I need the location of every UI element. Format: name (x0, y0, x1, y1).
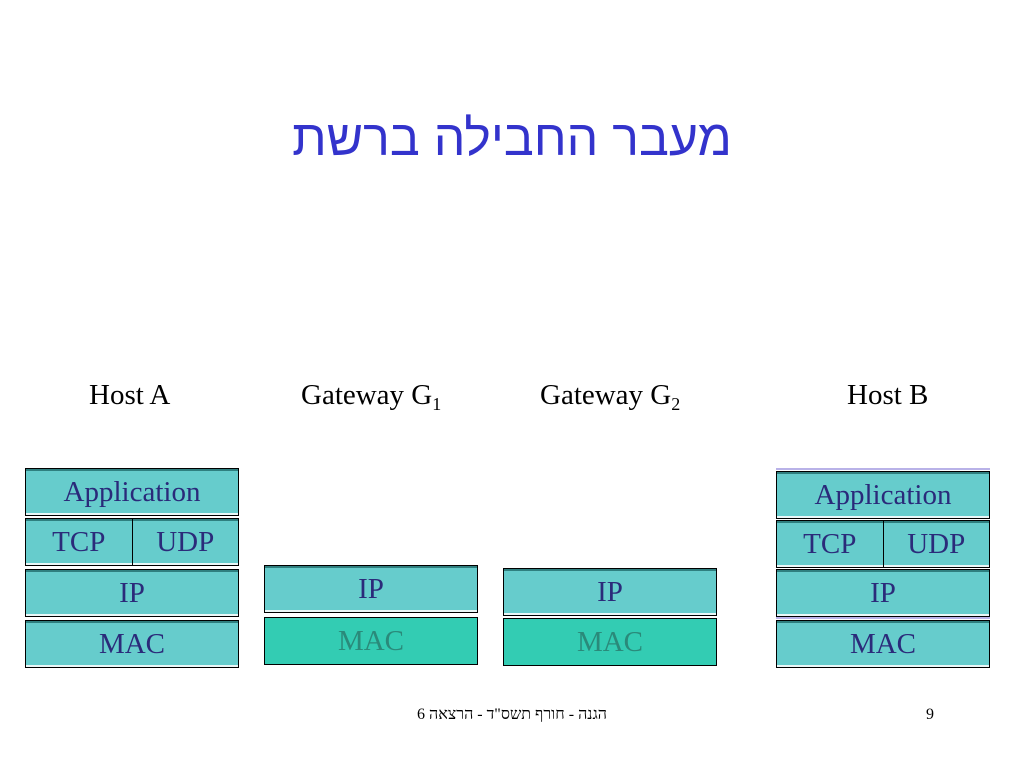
host-b-udp: UDP (882, 521, 990, 567)
gateway-g2-label: Gateway G2 (540, 377, 680, 413)
host-a-mac-layer: MAC (25, 620, 239, 668)
host-b-mac-layer: MAC (776, 620, 990, 668)
gateway-g2-stack: IP MAC (503, 568, 717, 670)
host-a-udp: UDP (131, 519, 239, 565)
host-a-application-layer: Application (25, 468, 239, 516)
host-b-name: Host B (847, 379, 929, 411)
host-b-ip-layer: IP (776, 569, 990, 617)
gateway-g1-ip-layer: IP (264, 565, 478, 613)
host-b-top-separator (776, 468, 990, 470)
host-a-ip-layer: IP (25, 569, 239, 617)
layer-label: MAC (98, 627, 166, 660)
gateway-g2-mac-layer: MAC (503, 618, 717, 666)
slide-footer: הגנה - חורף תשס"ד - הרצאה 6 (417, 706, 607, 723)
layer-label: IP (119, 576, 145, 609)
host-a-transport-layer: TCP UDP (25, 518, 239, 566)
layer-label: MAC (337, 624, 405, 657)
layer-label: MAC (849, 627, 917, 660)
host-a-stack: Application TCP UDP IP MAC (25, 468, 239, 670)
host-a-tcp: TCP (52, 525, 106, 558)
host-a-name: Host A (89, 379, 171, 411)
gateway-g2-ip-layer: IP (503, 568, 717, 616)
page-number: 9 (926, 706, 934, 723)
layer-label: IP (358, 572, 384, 605)
host-b-tcp: TCP (803, 527, 857, 560)
host-b-transport-layer: TCP UDP (776, 520, 990, 568)
gateway-g1-stack: IP MAC (264, 565, 478, 670)
host-b-label: Host B (847, 377, 928, 413)
layer-label: Application (63, 475, 201, 508)
gateway-g2-subscript: 2 (671, 394, 681, 414)
host-a-label: Host A (89, 377, 170, 413)
gateway-g2-name: Gateway G (540, 379, 672, 411)
slide-title: מעבר החבילה ברשת (292, 110, 732, 166)
gateway-g1-mac-layer: MAC (264, 617, 478, 665)
host-b-ip-mac-separator (776, 617, 990, 619)
layer-label: IP (870, 576, 896, 609)
layer-label: MAC (576, 625, 644, 658)
gateway-g1-name: Gateway G (301, 379, 433, 411)
host-b-application-layer: Application (776, 471, 990, 519)
layer-label: Application (814, 478, 952, 511)
gateway-g1-subscript: 1 (432, 394, 442, 414)
layer-label: IP (597, 575, 623, 608)
host-b-stack: Application TCP UDP IP MAC (776, 468, 990, 670)
gateway-g1-label: Gateway G1 (301, 377, 441, 413)
